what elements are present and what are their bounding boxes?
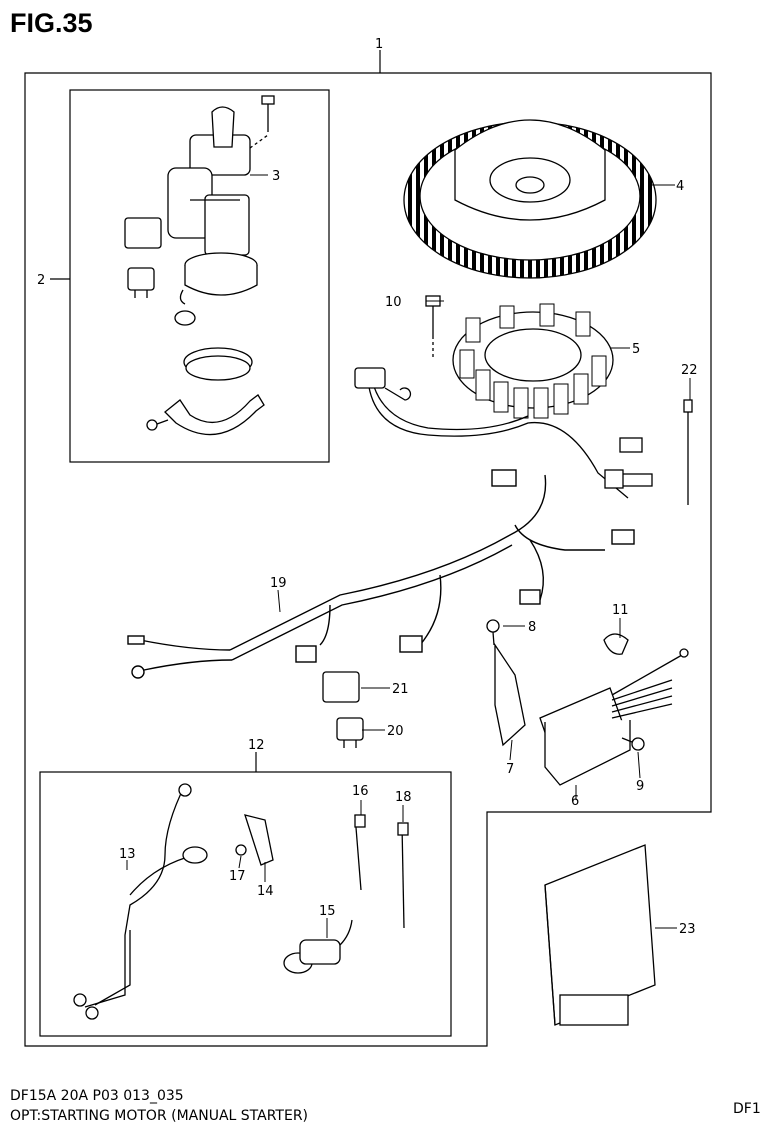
callout-14: 14 xyxy=(257,884,274,899)
callout-7: 7 xyxy=(506,762,514,777)
stator-leads xyxy=(354,367,653,499)
callout-4: 4 xyxy=(676,179,684,194)
harness-kit-box xyxy=(39,771,452,1037)
relays-drawing xyxy=(322,671,364,748)
callout-17: 17 xyxy=(229,869,246,884)
callout-labels: 1 2 3 4 5 6 7 8 9 10 11 12 13 14 15 16 1… xyxy=(37,37,698,937)
starter-motor-drawing xyxy=(124,95,275,436)
page-corner-text: DF1 xyxy=(733,1101,761,1117)
callout-19: 19 xyxy=(270,576,287,591)
callout-10: 10 xyxy=(385,295,402,310)
callout-13: 13 xyxy=(119,847,136,862)
callout-11: 11 xyxy=(612,603,629,618)
figure-title: FIG.35 xyxy=(10,8,93,38)
diagram-description: OPT:STARTING MOTOR (MANUAL STARTER) xyxy=(10,1108,309,1124)
callout-16: 16 xyxy=(352,784,369,799)
callout-8: 8 xyxy=(528,620,536,635)
leader-lines xyxy=(126,174,691,938)
cable-tie-22 xyxy=(683,399,693,505)
callout-18: 18 xyxy=(395,790,412,805)
stator-drawing xyxy=(425,295,614,419)
assembly-boundary xyxy=(24,72,712,1047)
ecu-drawing xyxy=(544,844,656,1026)
callout-21: 21 xyxy=(392,682,409,697)
callout-6: 6 xyxy=(571,794,579,809)
callout-23: 23 xyxy=(679,922,696,937)
callout-20: 20 xyxy=(387,724,404,739)
callout-12: 12 xyxy=(248,738,265,753)
rectifier-drawing xyxy=(486,619,689,786)
callout-2: 2 xyxy=(37,273,45,288)
callout-1: 1 xyxy=(375,37,383,52)
callout-3: 3 xyxy=(272,169,280,184)
callout-22: 22 xyxy=(681,363,698,378)
flywheel-drawing xyxy=(403,119,657,279)
main-harness xyxy=(127,469,635,679)
diagram-code: DF15A 20A P03 013_035 xyxy=(10,1088,184,1104)
callout-9: 9 xyxy=(636,779,644,794)
starter-kit-box xyxy=(69,89,330,463)
callout-15: 15 xyxy=(319,904,336,919)
callout-5: 5 xyxy=(632,342,640,357)
harness-kit-drawing xyxy=(73,783,409,1020)
